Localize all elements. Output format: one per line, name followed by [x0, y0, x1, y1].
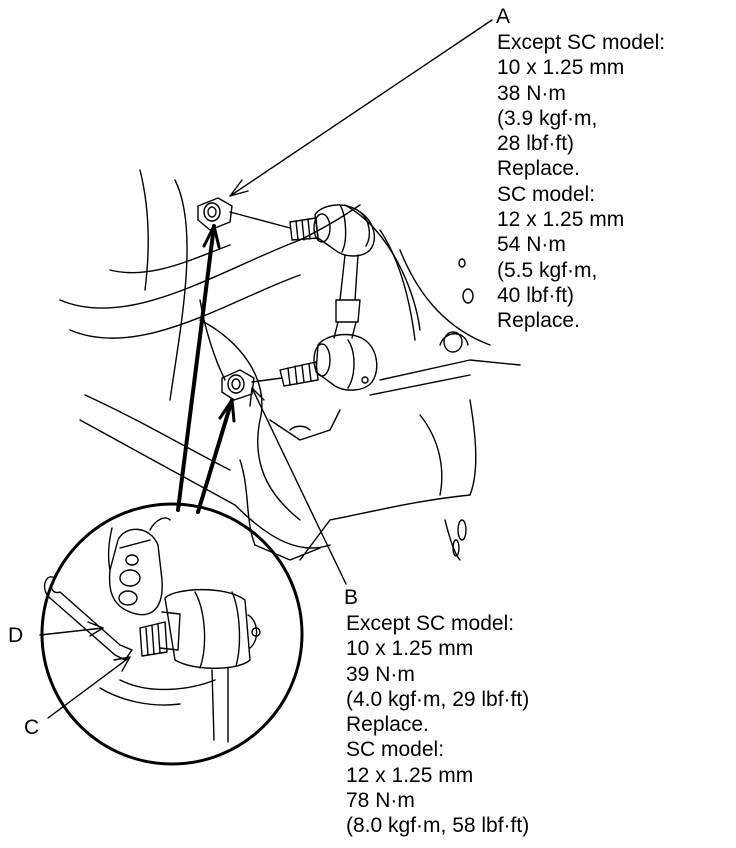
body-holes [439, 258, 474, 561]
label-b: B [344, 586, 359, 609]
detail-view [40, 502, 304, 766]
callout-a: Except SC model: 10 x 1.25 mm 38 N·m (3.… [497, 30, 665, 334]
callout-b-line: Except SC model: [346, 612, 515, 635]
label-a: A [496, 5, 511, 28]
label-c: C [24, 716, 40, 739]
callout-b: Except SC model: 10 x 1.25 mm 39 N·m (4.… [346, 611, 529, 839]
label-d: D [8, 624, 24, 647]
callout-b-line: 10 x 1.25 mm [346, 637, 474, 661]
callout-b-line: 12 x 1.25 mm [346, 763, 474, 787]
nut-b [221, 369, 283, 401]
callout-b-line: SC model: [346, 738, 445, 762]
callout-a-line: 38 N·m [497, 81, 566, 105]
callout-a-line: Except SC model: [497, 31, 666, 54]
callout-a-line: 40 lbf·ft) [497, 283, 575, 307]
detail-arrows [176, 224, 236, 514]
callout-a-line: SC model: [497, 182, 596, 206]
nut-a [197, 197, 291, 231]
suspension-body-outline [59, 169, 521, 561]
callout-a-line: 12 x 1.25 mm [497, 208, 625, 232]
callout-b-line: Replace. [346, 713, 429, 737]
callout-b-line: (8.0 kgf·m, 58 lbf·ft) [346, 814, 530, 838]
callout-a-line: (5.5 kgf·m, [497, 258, 598, 282]
callout-a-line: Replace. [497, 157, 580, 181]
callout-a-line: 10 x 1.25 mm [497, 56, 625, 80]
callout-b-line: 39 N·m [346, 662, 415, 686]
callout-b-line: (4.0 kgf·m, 29 lbf·ft) [346, 687, 530, 711]
callout-a-line: (3.9 kgf·m, [497, 106, 598, 130]
callout-a-line: 28 lbf·ft) [497, 132, 575, 156]
callout-a-line: 54 N·m [497, 233, 566, 257]
callout-a-line: Replace. [497, 309, 580, 333]
stabilizer-link [279, 204, 378, 391]
callout-b-line: 78 N·m [346, 789, 415, 813]
